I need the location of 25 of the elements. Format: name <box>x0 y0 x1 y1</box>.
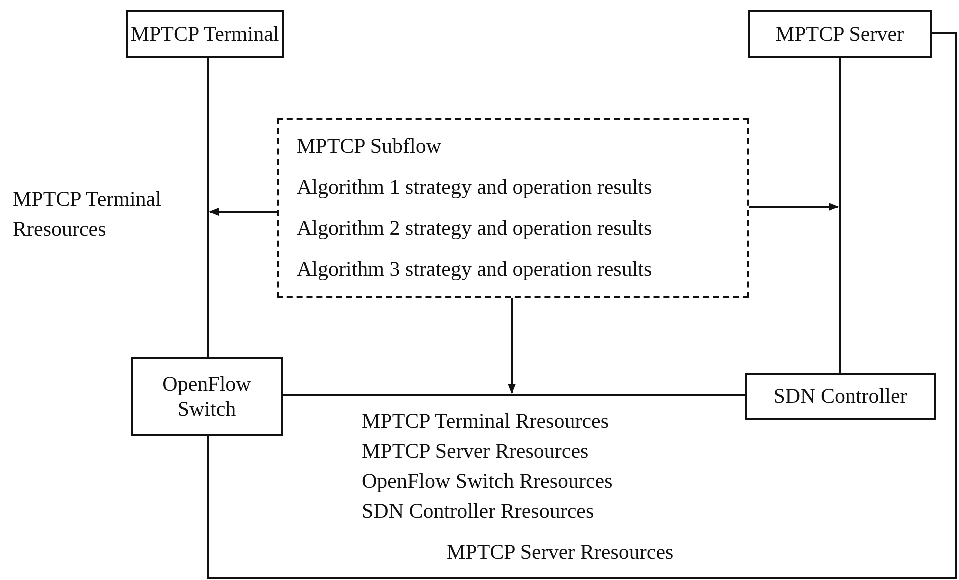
node-text: SDN Controller <box>774 384 908 409</box>
process-box <box>131 357 283 436</box>
resource-label: OpenFlow Switch Rresources <box>362 469 613 494</box>
resource-label: MPTCP Terminal Rresources <box>362 409 610 434</box>
process-box <box>748 10 932 58</box>
resource-label: MPTCP Terminal Rresources <box>13 186 162 244</box>
arrow <box>209 208 277 216</box>
node-text: Algorithm 1 strategy and operation results <box>297 175 652 200</box>
process-box <box>745 373 936 420</box>
arrow <box>508 298 516 394</box>
node-text: OpenFlow Switch <box>162 372 252 421</box>
resource-label: MPTCP Server Rresources <box>362 439 589 464</box>
node-text: Algorithm 2 strategy and operation results <box>297 216 652 241</box>
dashed-info-box <box>277 118 749 298</box>
resource-label: SDN Controller Rresources <box>362 499 594 524</box>
arrow <box>749 203 839 211</box>
node-text: MPTCP Terminal <box>130 22 280 46</box>
connector-line <box>839 58 841 373</box>
node-text: Algorithm 3 strategy and operation results <box>297 257 652 282</box>
process-box <box>126 10 284 58</box>
node-text: MPTCP Server <box>776 22 904 46</box>
connector-line <box>207 58 209 357</box>
connector-line <box>283 394 745 396</box>
connector-line <box>207 32 957 579</box>
node-text: MPTCP Subflow <box>297 134 442 159</box>
